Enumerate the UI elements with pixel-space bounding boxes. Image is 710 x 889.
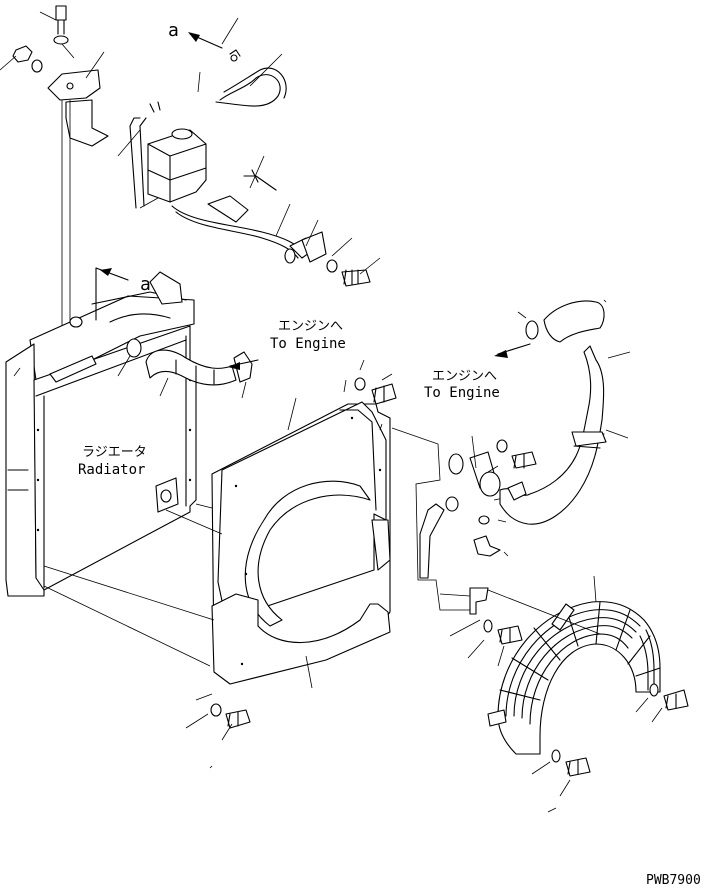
view-a-arrow-top: a (168, 20, 223, 49)
reserve-tank (117, 17, 381, 287)
radiator (5, 100, 197, 597)
view-a-arrow-mid: a (95, 267, 151, 321)
to-engine-arrow-upper: エンジンへ To Engine (228, 319, 346, 370)
radiator-label-en: Radiator (78, 462, 145, 478)
shroud-bolt-lower (185, 693, 251, 769)
fan-shroud (43, 397, 391, 689)
upper-radiator-hose (117, 338, 253, 399)
top-mounting-bracket (0, 5, 109, 147)
guard-bolts (449, 619, 689, 797)
to-engine-arrow-right: エンジンへ To Engine (424, 343, 531, 401)
view-a-label-top: a (168, 20, 179, 41)
drawing-code: PWB7900 (646, 873, 701, 888)
to-engine-right-en: To Engine (424, 385, 500, 401)
radiator-label-jp: ラジエータ (82, 445, 147, 460)
shroud-bolt-upper (343, 359, 397, 405)
to-engine-upper-jp: エンジンへ (278, 319, 343, 334)
to-engine-right-jp: エンジンへ (432, 369, 497, 384)
fan-guard (439, 575, 661, 813)
radiator-label: ラジエータ Radiator (78, 445, 147, 478)
thermostat-assembly (391, 299, 631, 611)
view-a-label-mid: a (140, 274, 151, 295)
to-engine-upper-en: To Engine (270, 336, 346, 352)
